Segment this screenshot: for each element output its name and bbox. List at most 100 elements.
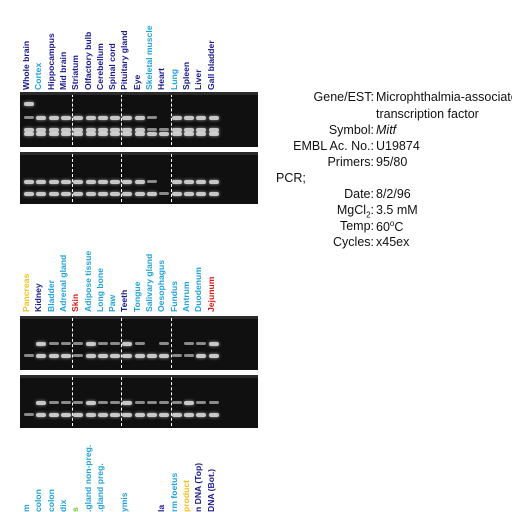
gel-band	[36, 354, 47, 358]
gel-band	[24, 128, 34, 132]
gel-band	[60, 401, 71, 404]
gel-band	[24, 354, 34, 357]
gel-band	[48, 132, 59, 136]
gel-band	[196, 413, 207, 417]
gel-band	[48, 116, 59, 120]
date-key: Date:	[344, 187, 374, 201]
lane-divider	[72, 377, 74, 426]
gel-band	[122, 128, 133, 132]
gel-band	[171, 132, 182, 136]
gel-band	[171, 116, 182, 120]
lane-label-text: Skeletal muscle	[144, 25, 154, 91]
gel-band	[73, 192, 84, 196]
gel-band	[48, 401, 59, 404]
gel-band	[73, 342, 84, 345]
gel-band	[110, 401, 121, 404]
symbol-key: Symbol:	[328, 123, 374, 137]
lane-label-text: Tongue	[131, 281, 142, 312]
lane-label-text: Bladder	[45, 280, 56, 312]
lane-label-text: Jejunum	[205, 276, 216, 312]
lane-label-text: Whole brain	[21, 40, 31, 90]
gel-band	[97, 401, 108, 404]
gel-band	[97, 413, 108, 417]
lane-divider	[170, 154, 172, 202]
lane-label-text: s	[70, 507, 81, 512]
gel-band	[24, 132, 34, 136]
gel-band	[60, 354, 71, 358]
lane-label-text: m	[21, 504, 31, 512]
temp-key: Temp:	[339, 219, 374, 233]
lane-label-text: Mid brain	[57, 51, 68, 90]
gel-band	[97, 342, 108, 345]
lane-label-text: la	[156, 504, 167, 512]
gel-band	[97, 128, 108, 132]
gel-image-middle-2	[20, 375, 258, 428]
gel-band	[36, 413, 47, 417]
date-value: 8/2/96	[376, 187, 411, 201]
lane-label-text: Long bone	[94, 268, 105, 312]
gel-band	[159, 128, 170, 131]
pcr-label: PCR;	[276, 171, 306, 185]
gel-band	[60, 413, 71, 417]
gel-band	[147, 132, 157, 136]
gel-band	[97, 180, 108, 184]
gel-band	[147, 116, 157, 119]
lane-label-text: rm foetus	[168, 472, 179, 512]
gel-band	[122, 401, 133, 405]
gel-band	[73, 128, 84, 132]
gel-band	[134, 116, 145, 120]
gel-band	[183, 401, 194, 405]
gel-band	[122, 192, 133, 196]
gel-band	[147, 192, 157, 196]
gel-band	[48, 354, 59, 358]
gel-band	[183, 354, 194, 357]
gel-band	[36, 132, 47, 136]
lane-divider	[170, 318, 172, 368]
gel-band	[97, 192, 108, 196]
gel-band	[122, 413, 133, 417]
temp-value: 60oC	[376, 219, 404, 235]
gel-band	[147, 128, 157, 131]
gel-well-stripe	[20, 316, 258, 319]
embl-key: EMBL Ac. No.:	[293, 139, 374, 153]
gel-band	[208, 401, 219, 404]
lane-label-text: Lung	[168, 69, 179, 90]
gel-band	[196, 401, 207, 404]
gel-band	[48, 342, 59, 345]
gel-band	[159, 342, 170, 345]
gel-band	[73, 354, 84, 357]
gel-band	[36, 128, 47, 132]
lane-label-text: Spleen	[180, 61, 191, 90]
lane-label-text: Oesophagus	[156, 259, 167, 312]
gel-band	[134, 342, 145, 345]
gel-band	[73, 401, 84, 404]
lane-label-text: Kidney	[33, 283, 44, 312]
gel-band	[85, 128, 96, 132]
gel-band	[48, 180, 59, 184]
gel-band	[196, 342, 207, 345]
gel-band	[159, 192, 170, 195]
lane-label-text: Duodenum	[193, 267, 204, 312]
gel-band	[134, 413, 145, 417]
gel-band	[122, 132, 133, 136]
lane-label-text: Liver	[193, 69, 204, 90]
gel-band	[36, 192, 47, 196]
gel-band	[85, 354, 96, 358]
gel-band	[134, 132, 145, 136]
gel-band	[85, 132, 96, 136]
lane-label-text: Olfactory bulb	[82, 31, 93, 90]
lane-label-text: product	[180, 480, 191, 512]
lane-label-text: Cortex	[33, 62, 44, 90]
lane-label-text: Spinal cord	[107, 43, 118, 90]
gel-band	[147, 401, 157, 404]
gel-band	[36, 401, 47, 405]
gel-band	[134, 354, 145, 358]
gel-band	[110, 180, 121, 184]
lane-label-text: ymis	[119, 492, 130, 512]
gel-band	[110, 128, 121, 132]
gel-band	[110, 354, 121, 358]
gel-band	[183, 128, 194, 132]
gel-band	[196, 116, 207, 120]
lane-label-text: Striatum	[70, 55, 81, 90]
